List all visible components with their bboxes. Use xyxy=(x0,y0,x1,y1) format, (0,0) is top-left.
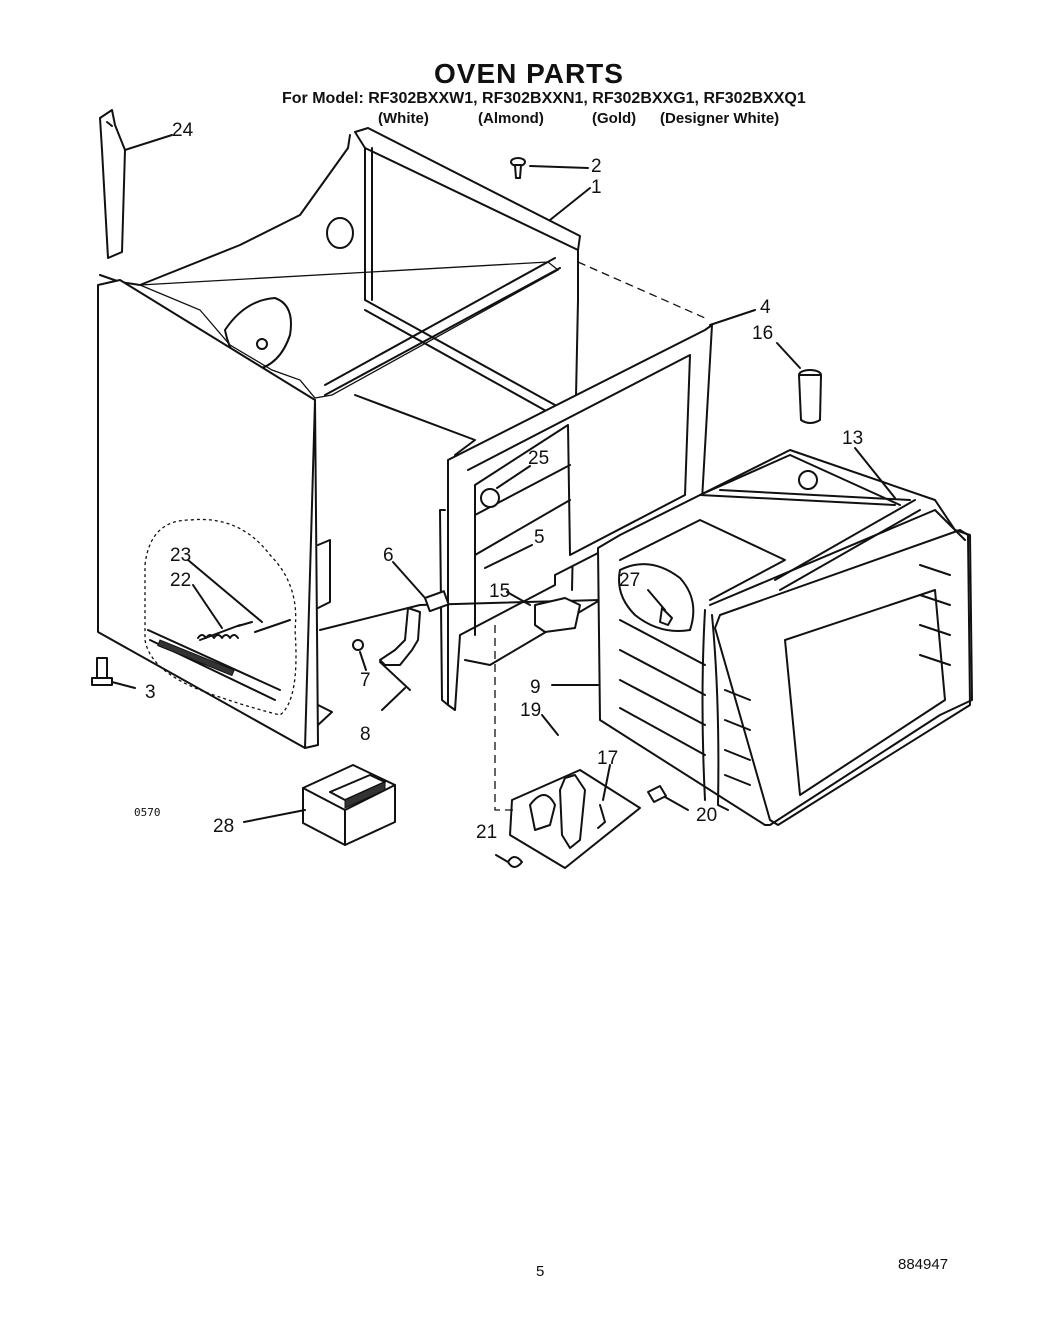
finish-almond: (Almond) xyxy=(478,110,544,127)
callout-21: 21 xyxy=(476,822,497,843)
callout-23: 23 xyxy=(170,545,191,566)
latch-assembly xyxy=(494,625,641,869)
side-panel xyxy=(97,279,333,749)
callout-5: 5 xyxy=(534,527,545,548)
callout-13: 13 xyxy=(842,428,863,449)
cabinet-frame xyxy=(99,127,706,591)
callout-9: 9 xyxy=(530,677,541,698)
vent-tube xyxy=(798,369,822,424)
callout-3: 3 xyxy=(145,682,156,703)
callout-8: 8 xyxy=(360,724,371,745)
callout-6: 6 xyxy=(383,545,394,566)
callout-28: 28 xyxy=(213,816,234,837)
callout-2: 2 xyxy=(591,156,602,177)
screw-3 xyxy=(91,657,113,686)
document-number: 884947 xyxy=(898,1256,949,1273)
leader-lines xyxy=(111,134,896,863)
callout-7: 7 xyxy=(360,670,371,691)
callout-20: 20 xyxy=(696,805,717,826)
callout-15: 15 xyxy=(489,581,510,602)
callout-24: 24 xyxy=(172,120,194,141)
callout-27: 27 xyxy=(619,570,640,591)
page-number: 5 xyxy=(536,1263,545,1280)
screw-2 xyxy=(510,157,526,179)
page-title: OVEN PARTS xyxy=(434,58,624,89)
diagram-code: 0570 xyxy=(134,806,161,819)
oven-liner xyxy=(597,449,973,826)
finish-designer-white: (Designer White) xyxy=(660,110,780,127)
callout-22: 22 xyxy=(170,570,191,591)
callout-4: 4 xyxy=(760,297,771,318)
finish-white: (White) xyxy=(378,110,429,127)
bracket-15 xyxy=(534,597,581,633)
callout-25: 25 xyxy=(528,448,549,469)
part-28-box xyxy=(302,764,396,846)
callout-16: 16 xyxy=(752,323,773,344)
clip-21 xyxy=(507,856,523,868)
callout-17: 17 xyxy=(597,748,618,769)
hinge-assembly xyxy=(352,590,450,691)
bracket-24 xyxy=(99,109,126,259)
model-list: For Model: RF302BXXW1, RF302BXXN1, RF302… xyxy=(282,90,806,107)
callout-labels: 24 2 1 4 16 13 25 5 6 15 23 22 27 3 7 8 … xyxy=(145,120,863,843)
latch-27 xyxy=(618,563,695,632)
finish-gold: (Gold) xyxy=(592,110,637,127)
callout-1: 1 xyxy=(591,177,602,198)
callout-19: 19 xyxy=(520,700,541,721)
screw-20 xyxy=(647,785,667,803)
